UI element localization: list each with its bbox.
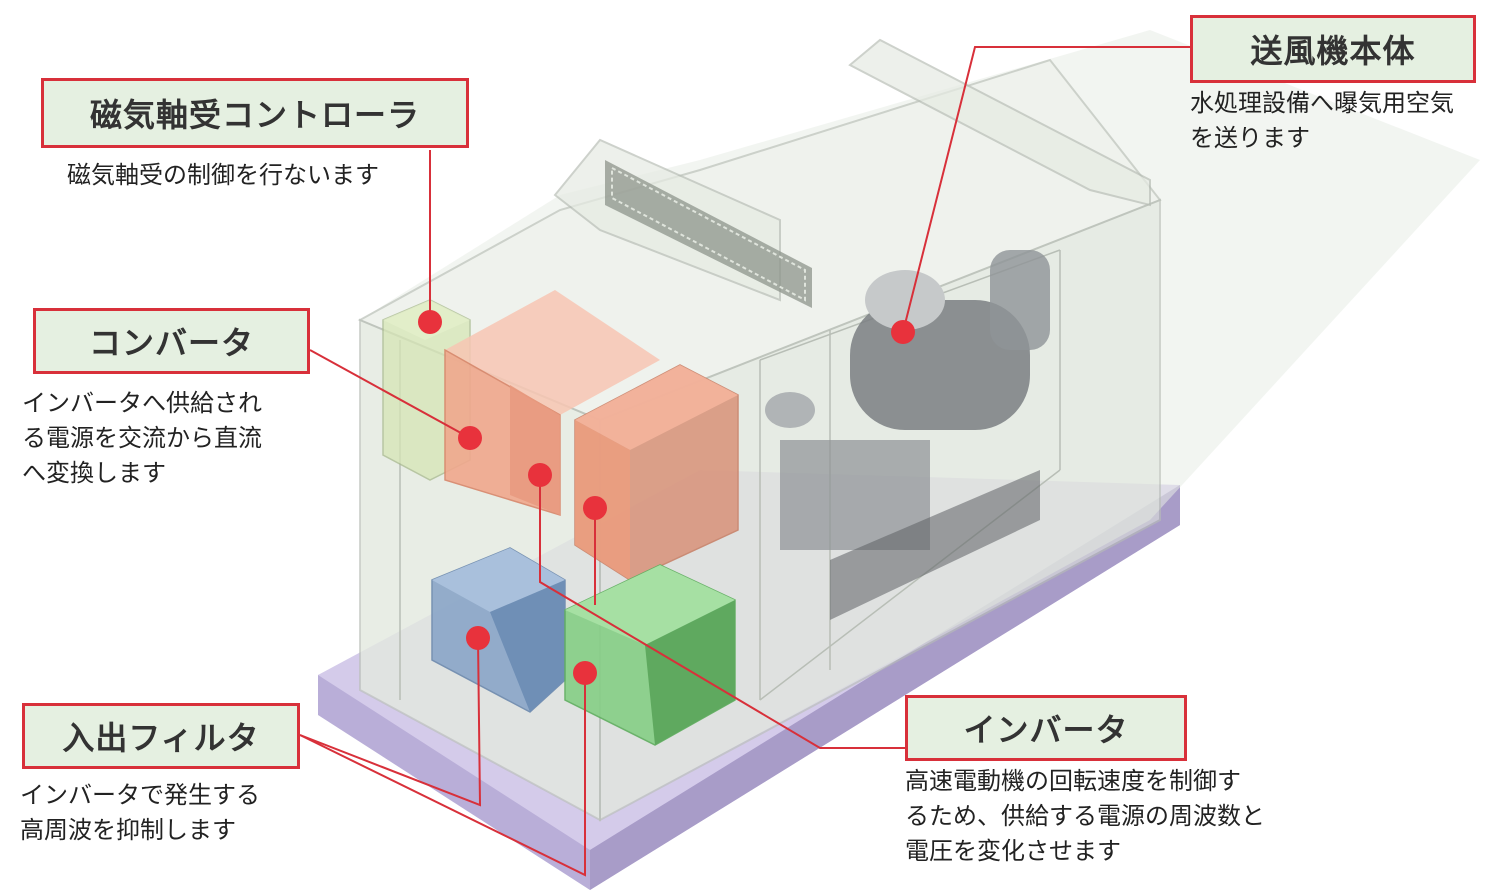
filter-desc-line: インバータで発生する	[20, 781, 260, 809]
controller-desc: 磁気軸受の制御を行ないます	[67, 158, 379, 193]
filter-title: 入出フィルタ	[22, 703, 300, 769]
blower-desc-line: 水処理設備へ曝気用空気	[1190, 89, 1454, 117]
blower-desc-line: を送ります	[1190, 124, 1310, 152]
converter-desc-line: インバータへ供給され	[22, 389, 262, 417]
filter-desc: インバータで発生する 高周波を抑制します	[20, 778, 260, 848]
marker-converter-3	[583, 496, 607, 520]
controller-title: 磁気軸受コントローラ	[41, 78, 469, 148]
marker-filter-blue	[466, 626, 490, 650]
inverter-desc: 高速電動機の回転速度を制御す るため、供給する電源の周波数と 電圧を変化させます	[905, 764, 1265, 869]
marker-controller	[418, 310, 442, 334]
converter-desc: インバータへ供給され る電源を交流から直流 へ変換します	[22, 386, 262, 491]
inverter-desc-line: るため、供給する電源の周波数と	[905, 802, 1265, 830]
leader-lines	[299, 46, 1190, 877]
marker-converter-2	[528, 463, 552, 487]
inverter-desc-line: 高速電動機の回転速度を制御す	[905, 767, 1241, 795]
inverter-green-block	[564, 564, 736, 746]
leader-line-inverter	[539, 475, 905, 749]
inverter-blue-block	[431, 547, 566, 713]
vent-grille	[605, 160, 812, 308]
marker-dots	[418, 310, 915, 685]
marker-filter-green	[573, 661, 597, 685]
converter-desc-line: る電源を交流から直流	[22, 424, 262, 452]
marker-converter-1	[458, 426, 482, 450]
inverter-desc-line: 電圧を変化させます	[905, 837, 1121, 865]
controller-desc-line: 磁気軸受の制御を行ないます	[67, 161, 379, 189]
leader-line-filter-a	[299, 637, 482, 807]
leader-line-blower	[902, 46, 1190, 333]
blower-title: 送風機本体	[1190, 15, 1476, 83]
converter-title: コンバータ	[33, 308, 310, 374]
converter-desc-line: へ変換します	[22, 459, 166, 487]
leader-line-converter	[309, 349, 471, 439]
marker-blower	[891, 320, 915, 344]
leader-line-filter-b	[299, 673, 586, 877]
filter-desc-line: 高周波を抑制します	[20, 816, 236, 844]
blower-desc: 水処理設備へ曝気用空気 を送ります	[1190, 86, 1454, 156]
inverter-title: インバータ	[905, 695, 1187, 761]
